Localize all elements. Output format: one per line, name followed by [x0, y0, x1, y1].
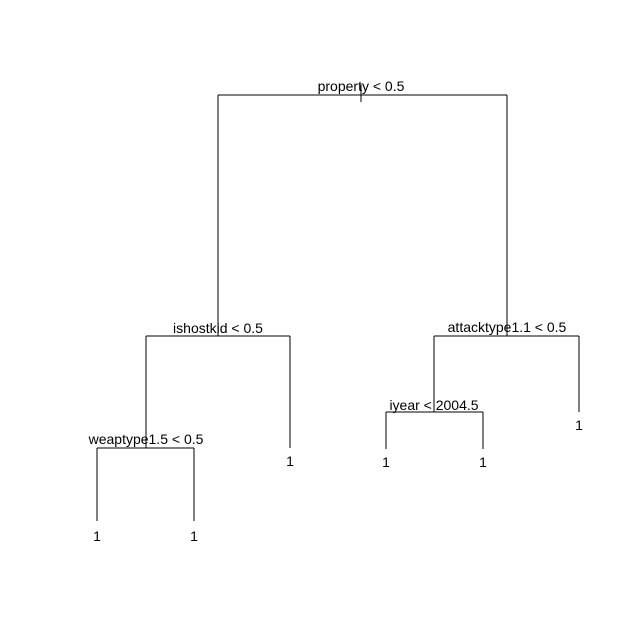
split-node-attacktype: attacktype1.1 < 0.5	[433, 319, 580, 412]
leaf-iyear-yes: 1	[382, 454, 390, 470]
split-node-weaptype: weaptype1.5 < 0.5	[88, 431, 204, 521]
split-label-property: property < 0.5	[318, 78, 405, 94]
leaf-weaptype-no: 1	[190, 528, 198, 544]
leaf-weaptype-yes: 1	[93, 528, 101, 544]
split-node-ishostkid: ishostkid < 0.5	[145, 320, 291, 448]
leaf-attacktype-no: 1	[575, 417, 583, 433]
split-label-attacktype: attacktype1.1 < 0.5	[448, 319, 567, 335]
split-node-iyear: iyear < 2004.5	[385, 397, 484, 449]
split-node-property: property < 0.5	[217, 78, 508, 336]
leaf-iyear-no: 1	[479, 454, 487, 470]
split-label-ishostkid: ishostkid < 0.5	[173, 320, 263, 336]
leaf-ishostkid-no: 1	[286, 453, 294, 469]
split-label-iyear: iyear < 2004.5	[389, 397, 478, 413]
split-label-weaptype: weaptype1.5 < 0.5	[88, 431, 204, 447]
